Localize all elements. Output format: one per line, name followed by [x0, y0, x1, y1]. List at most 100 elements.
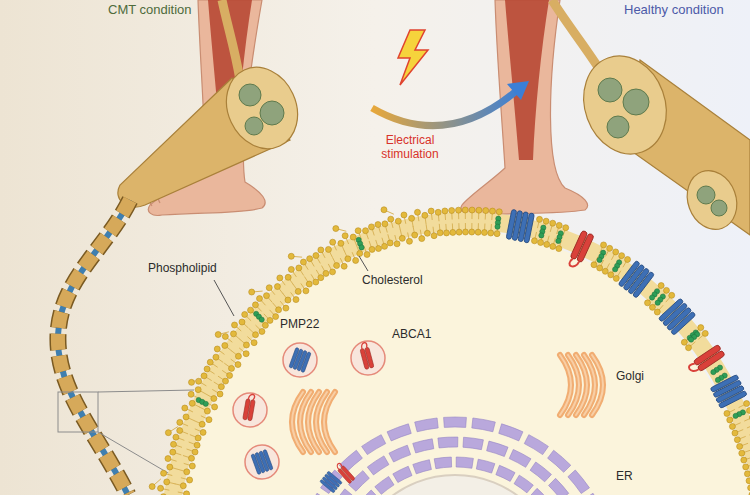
panel-heading: Healthy condition [624, 3, 724, 18]
pmp22-protein [251, 449, 273, 474]
lipid-head [214, 346, 220, 352]
lipid-head [419, 236, 425, 242]
lipid-head [608, 272, 614, 278]
endoplasmic-reticulum [375, 476, 394, 494]
lipid-head [333, 226, 339, 232]
lipid-head [201, 373, 207, 379]
lipid-head [746, 478, 750, 484]
lipid-head [303, 288, 309, 294]
golgi-highlight [292, 392, 303, 452]
lipid-head [318, 275, 324, 281]
lipid-head [318, 247, 324, 253]
cholesterol [359, 245, 364, 250]
lipid-head [550, 220, 556, 226]
lightning-bolt [398, 30, 428, 85]
endoplasmic-reticulum [514, 475, 533, 493]
lipid-head [488, 230, 494, 236]
endoplasmic-reticulum [472, 418, 496, 432]
phospholipid-bilayer [149, 207, 750, 495]
lipid-head [215, 332, 221, 338]
lipid-head [669, 292, 675, 298]
cholesterol [689, 337, 694, 342]
lipid-head [334, 263, 340, 269]
vesicle [233, 393, 267, 427]
endoplasmic-reticulum [367, 456, 389, 475]
lipid-head [456, 229, 462, 235]
schwann-cell [149, 207, 750, 495]
lipid-head [187, 477, 193, 483]
abca1-protein [567, 230, 594, 270]
lipid-head [749, 414, 750, 420]
lipid-head [249, 289, 255, 295]
lipid-head [681, 339, 687, 345]
lipid-head [285, 274, 291, 280]
cholesterol [711, 369, 716, 374]
lipid-head [381, 207, 387, 213]
lipid-head [189, 455, 195, 461]
lipid-head [537, 216, 543, 222]
golgi-apparatus [560, 355, 603, 415]
lipid-head [744, 401, 750, 407]
lipid-head [556, 246, 562, 252]
lipid-head [741, 457, 747, 463]
zoom-box [58, 392, 98, 432]
golgi-cisterna [324, 392, 335, 452]
lipid-head [307, 256, 313, 262]
lipid-head [591, 262, 597, 268]
endoplasmic-reticulum [487, 441, 508, 456]
lipid-head [211, 396, 217, 402]
lipid-head [462, 207, 468, 213]
lipid-head [338, 240, 344, 246]
golgi-cisterna [584, 355, 595, 415]
leader-line [359, 256, 368, 271]
lipid-head [601, 242, 607, 248]
lipid-head [353, 257, 359, 263]
lipid-head [194, 442, 200, 448]
lipid-head [273, 314, 279, 320]
lipid-head [248, 307, 254, 313]
lipid-head [235, 353, 241, 359]
endoplasmic-reticulum [549, 478, 569, 495]
loop [568, 258, 579, 268]
lipid-head [195, 387, 201, 393]
lipid-head [313, 279, 319, 285]
lipid-head [362, 228, 368, 234]
lipid-head [350, 234, 356, 240]
lipid-head [364, 251, 370, 257]
nerve-cross-section [213, 56, 310, 161]
lipid-head [368, 224, 374, 230]
lipid-head [489, 208, 495, 214]
helix [341, 465, 356, 481]
pmp22-protein [658, 298, 696, 335]
helix [710, 374, 739, 392]
nucleus [350, 475, 560, 495]
lipid-head [199, 421, 205, 427]
stimulation [372, 30, 529, 126]
golgi-cisterna [316, 392, 327, 452]
lipid-head [395, 218, 401, 224]
lipid-head [253, 332, 259, 338]
lipid-head [409, 215, 415, 221]
lipid-head [469, 207, 475, 213]
golgi-highlight [592, 355, 603, 415]
lipid-head [450, 229, 456, 235]
lipid-head [323, 270, 329, 276]
lipid-head [455, 207, 461, 213]
lipid-head [189, 379, 195, 385]
lipid-head [204, 408, 210, 414]
lipid-head [739, 450, 745, 456]
cytoplasm [178, 232, 750, 495]
lipid-head [435, 209, 441, 215]
cholesterol [556, 238, 561, 243]
lipid-head [164, 479, 170, 485]
golgi-cisterna [592, 355, 603, 415]
arrow-label: Electrical stimulation [370, 134, 450, 162]
golgi-highlight [324, 392, 335, 452]
lipid-head [313, 253, 319, 259]
golgi-cisterna [560, 355, 571, 415]
lipid-head [734, 437, 740, 443]
lipid-head [306, 281, 312, 287]
lipid-head [431, 233, 437, 239]
endoplasmic-reticulum [444, 417, 467, 427]
